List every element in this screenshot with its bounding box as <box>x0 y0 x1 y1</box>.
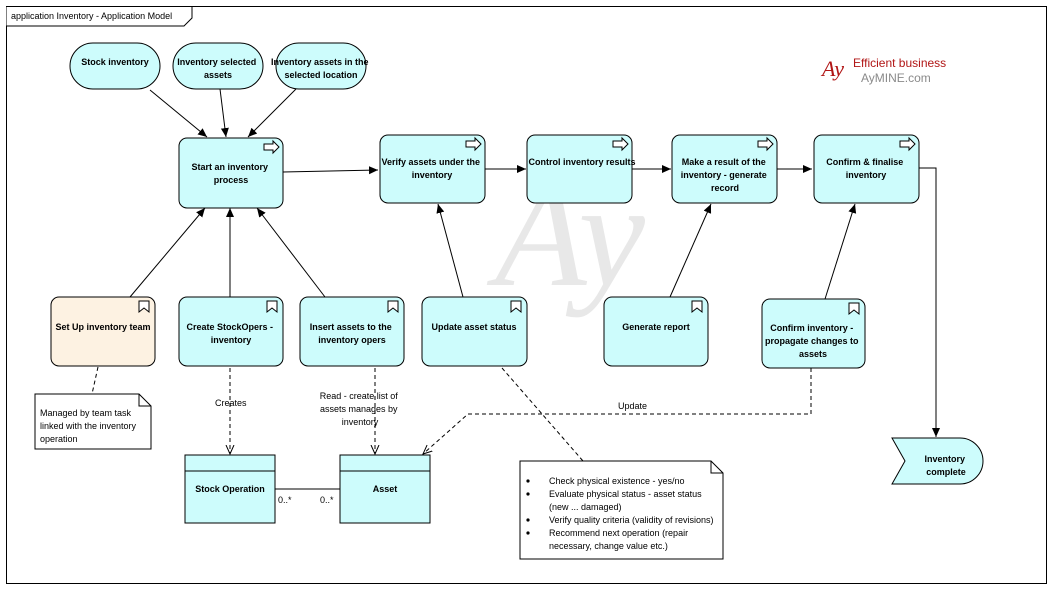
function-update-asset-status[interactable]: Update asset status <box>421 296 528 367</box>
svg-text:Verify assets under the: Verify assets under the inventory <box>381 157 482 180</box>
function-insert-assets[interactable]: Insert assets to the inventory opers <box>299 296 405 367</box>
svg-text:Generate report: Generate report <box>622 322 690 332</box>
note-asset-status[interactable]: Check physical existence - yes/no Evalua… <box>519 460 724 560</box>
svg-text:Inventory assets in the: Inventory assets in the selected locatio… <box>271 57 371 80</box>
business-event-location-assets[interactable]: Inventory assets in the selected locatio… <box>271 42 371 90</box>
process-arrow-icon <box>899 136 916 152</box>
serves-update-verify <box>436 203 464 298</box>
svg-text:Asset: Asset <box>373 484 398 494</box>
function-bookmark-icon <box>266 300 278 314</box>
serves-propagate-confirm <box>824 203 857 300</box>
process-arrow-icon <box>263 139 280 155</box>
note-anchor-team <box>91 366 99 395</box>
flow-confirm-complete <box>919 167 940 437</box>
business-event-selected-assets[interactable]: Inventory selected assets <box>172 42 264 90</box>
svg-text:Managed by team task lin: Managed by team task linked with the inv… <box>40 408 139 444</box>
serves-team-start <box>129 207 206 298</box>
function-create-stockopers[interactable]: Create StockOpers - inventory <box>178 296 284 367</box>
svg-text:Update asset status: Update asset status <box>431 322 516 332</box>
flow-start-verify <box>282 166 379 175</box>
label-creates: Creates <box>215 398 247 408</box>
logo-tagline: Efficient business <box>853 56 946 70</box>
svg-text:Confirm inventory - prop: Confirm inventory - propagate changes to… <box>765 323 861 359</box>
label-update: Update <box>618 401 647 411</box>
logo-site: AyMINE.com <box>861 71 931 85</box>
svg-text:Stock inventory: Stock inventory <box>81 57 149 67</box>
object-stock-operation[interactable]: Stock Operation <box>184 454 276 524</box>
logo-mark: Ay <box>820 56 844 81</box>
multiplicity-asset: 0..* <box>320 495 334 505</box>
label-read: Read - create list of assets manages by … <box>320 391 401 427</box>
trigger-selected <box>219 88 229 138</box>
diagram-frame <box>6 6 1047 584</box>
trigger-location <box>247 88 297 138</box>
business-event-stock-inventory[interactable]: Stock inventory <box>69 42 161 90</box>
function-bookmark-icon <box>510 300 522 314</box>
process-start-inventory[interactable]: Start an inventory process <box>178 137 284 209</box>
function-bookmark-icon <box>138 300 150 314</box>
function-generate-report[interactable]: Generate report <box>603 296 709 367</box>
process-make-result[interactable]: Make a result of the inventory - generat… <box>671 134 778 204</box>
frame-title-tab <box>6 6 193 27</box>
process-arrow-icon <box>612 136 629 152</box>
svg-text:Control inventory results: Control inventory results <box>528 157 635 167</box>
function-bookmark-icon <box>387 300 399 314</box>
process-verify-assets[interactable]: Verify assets under the inventory <box>379 134 486 204</box>
svg-text:Check physical existence - yes: Check physical existence - yes/no Evalua… <box>549 476 716 551</box>
note-anchor-status <box>501 367 584 462</box>
brand-logo[interactable]: Ay Efficient business AyMINE.com <box>820 56 946 85</box>
multiplicity-stock: 0..* <box>278 495 292 505</box>
serves-insert-start <box>256 207 326 298</box>
svg-text:Make a result of the inv: Make a result of the inventory - generat… <box>681 157 770 193</box>
process-confirm-finalise[interactable]: Confirm & finalise inventory <box>813 134 920 204</box>
svg-text:Stock Operation: Stock Operation <box>195 484 265 494</box>
connectors <box>91 88 940 490</box>
access-update <box>423 368 812 454</box>
process-control-results[interactable]: Control inventory results <box>526 134 636 204</box>
svg-text:Create StockOpers - inve: Create StockOpers - inventory <box>186 322 275 345</box>
trigger-stock <box>149 89 208 138</box>
svg-text:Insert assets to the inv: Insert assets to the inventory opers <box>310 322 395 345</box>
svg-text:Set Up inventory team: Set Up inventory team <box>55 322 150 332</box>
function-bookmark-icon <box>848 302 860 316</box>
serves-report-result <box>669 203 712 298</box>
note-bullet-list <box>526 479 530 535</box>
svg-text:Confirm & finalise inven: Confirm & finalise inventory <box>826 157 906 180</box>
function-bookmark-icon <box>691 300 703 314</box>
svg-text:Inventory selected asset: Inventory selected assets <box>177 57 259 80</box>
process-arrow-icon <box>757 136 774 152</box>
process-arrow-icon <box>465 136 482 152</box>
event-inventory-complete[interactable]: Inventory complete <box>891 437 984 485</box>
function-setup-team[interactable]: Set Up inventory team <box>50 296 156 367</box>
frame-title: application Inventory - Application Mode… <box>11 11 172 21</box>
function-confirm-propagate[interactable]: Confirm inventory - propagate changes to… <box>761 298 866 369</box>
object-asset[interactable]: Asset <box>339 454 431 524</box>
svg-text:Inventory complete: Inventory complete <box>924 454 967 477</box>
note-team[interactable]: Managed by team task linked with the inv… <box>34 393 152 450</box>
svg-text:Start an inventory proce: Start an inventory process <box>191 162 270 185</box>
